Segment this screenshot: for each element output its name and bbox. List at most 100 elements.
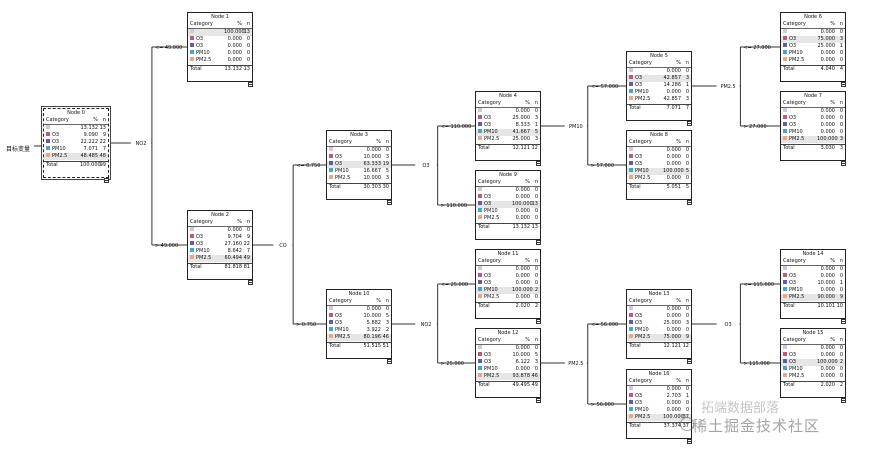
collapse-toggle-icon[interactable] bbox=[387, 359, 392, 364]
percent-cell: 41.667 bbox=[512, 129, 531, 135]
split-condition-label: > 25.000 bbox=[441, 361, 464, 367]
percent-cell: 100.000 bbox=[663, 414, 684, 420]
node-header-row: Category%n bbox=[781, 258, 845, 266]
category-swatch bbox=[478, 201, 482, 205]
percent-cell: 0.000 bbox=[227, 227, 242, 233]
collapse-toggle-icon[interactable] bbox=[841, 398, 846, 403]
category-cell: O3 bbox=[478, 201, 512, 208]
percent-cell: 63.333 bbox=[363, 161, 382, 167]
collapse-toggle-icon[interactable] bbox=[841, 82, 846, 87]
split-condition-label: > 115.000 bbox=[743, 361, 769, 367]
header-n: n bbox=[685, 60, 689, 66]
header-n: n bbox=[385, 298, 389, 304]
header-n: n bbox=[534, 337, 538, 343]
collapse-toggle-icon[interactable] bbox=[104, 178, 109, 183]
percent-cell: 0.000 bbox=[227, 43, 242, 49]
count-cell: 48 bbox=[99, 153, 106, 159]
category-name: O3 bbox=[484, 122, 492, 128]
collapse-toggle-icon[interactable] bbox=[387, 200, 392, 205]
percent-cell: 0.000 bbox=[666, 147, 681, 153]
collapse-toggle-icon[interactable] bbox=[536, 319, 541, 324]
category-cell: O3 bbox=[783, 36, 817, 43]
percent-cell: 0.000 bbox=[515, 208, 530, 214]
count-cell: 0 bbox=[534, 294, 538, 300]
category-name: PM2.5 bbox=[789, 136, 805, 142]
collapse-toggle-icon[interactable] bbox=[536, 161, 541, 166]
category-swatch bbox=[783, 136, 787, 140]
collapse-toggle-icon[interactable] bbox=[687, 439, 692, 444]
count-cell: 13 bbox=[531, 201, 538, 207]
category-name: O3 bbox=[789, 43, 797, 49]
category-name: O3 bbox=[335, 320, 343, 326]
split-condition-label: <= 49.000 bbox=[155, 45, 182, 51]
collapse-toggle-icon[interactable] bbox=[841, 319, 846, 324]
collapse-toggle-icon[interactable] bbox=[687, 121, 692, 126]
count-cell: 0 bbox=[246, 57, 250, 63]
count-cell: 3 bbox=[385, 320, 389, 326]
percent-cell: 100.000 bbox=[663, 168, 684, 174]
count-cell: 0 bbox=[534, 187, 538, 193]
percent-cell: 0.000 bbox=[515, 280, 530, 286]
split-condition-label: > 110.000 bbox=[441, 203, 467, 209]
category-swatch bbox=[190, 29, 194, 33]
header-percent: % bbox=[676, 139, 681, 145]
node-header-row: Category%n bbox=[781, 21, 845, 29]
collapse-toggle-icon[interactable] bbox=[687, 200, 692, 205]
percent-cell: 0.000 bbox=[515, 273, 530, 279]
percent-cell: 3.922 bbox=[366, 327, 381, 333]
collapse-toggle-icon[interactable] bbox=[248, 82, 253, 87]
split-condition-label: > 57.000 bbox=[591, 163, 614, 169]
category-cell: O3 bbox=[629, 393, 663, 400]
collapse-toggle-icon[interactable] bbox=[536, 398, 541, 403]
total-label: Total bbox=[478, 303, 490, 309]
collapse-toggle-icon[interactable] bbox=[536, 240, 541, 245]
collapse-toggle-icon[interactable] bbox=[687, 359, 692, 364]
count-cell: 0 bbox=[839, 50, 843, 56]
count-cell: 3 bbox=[685, 75, 689, 81]
collapse-toggle-icon[interactable] bbox=[841, 161, 846, 166]
count-cell: 5 bbox=[685, 168, 689, 174]
header-n: n bbox=[534, 100, 538, 106]
percent-cell: 42.857 bbox=[663, 96, 682, 102]
percent-cell: 100.000 bbox=[512, 201, 533, 207]
category-swatch bbox=[478, 122, 482, 126]
count-cell: 0 bbox=[685, 154, 689, 160]
category-swatch bbox=[478, 294, 482, 298]
collapse-toggle-icon[interactable] bbox=[248, 280, 253, 285]
percent-cell: 0.000 bbox=[820, 345, 835, 351]
count-cell: 0 bbox=[246, 43, 250, 49]
category-swatch bbox=[629, 68, 633, 72]
percent-cell: 0.000 bbox=[820, 57, 835, 63]
category-cell: PM2.5 bbox=[329, 175, 363, 182]
node-title: Node 8 bbox=[650, 132, 668, 138]
category-name: PM10 bbox=[335, 168, 349, 174]
category-swatch bbox=[478, 187, 482, 191]
